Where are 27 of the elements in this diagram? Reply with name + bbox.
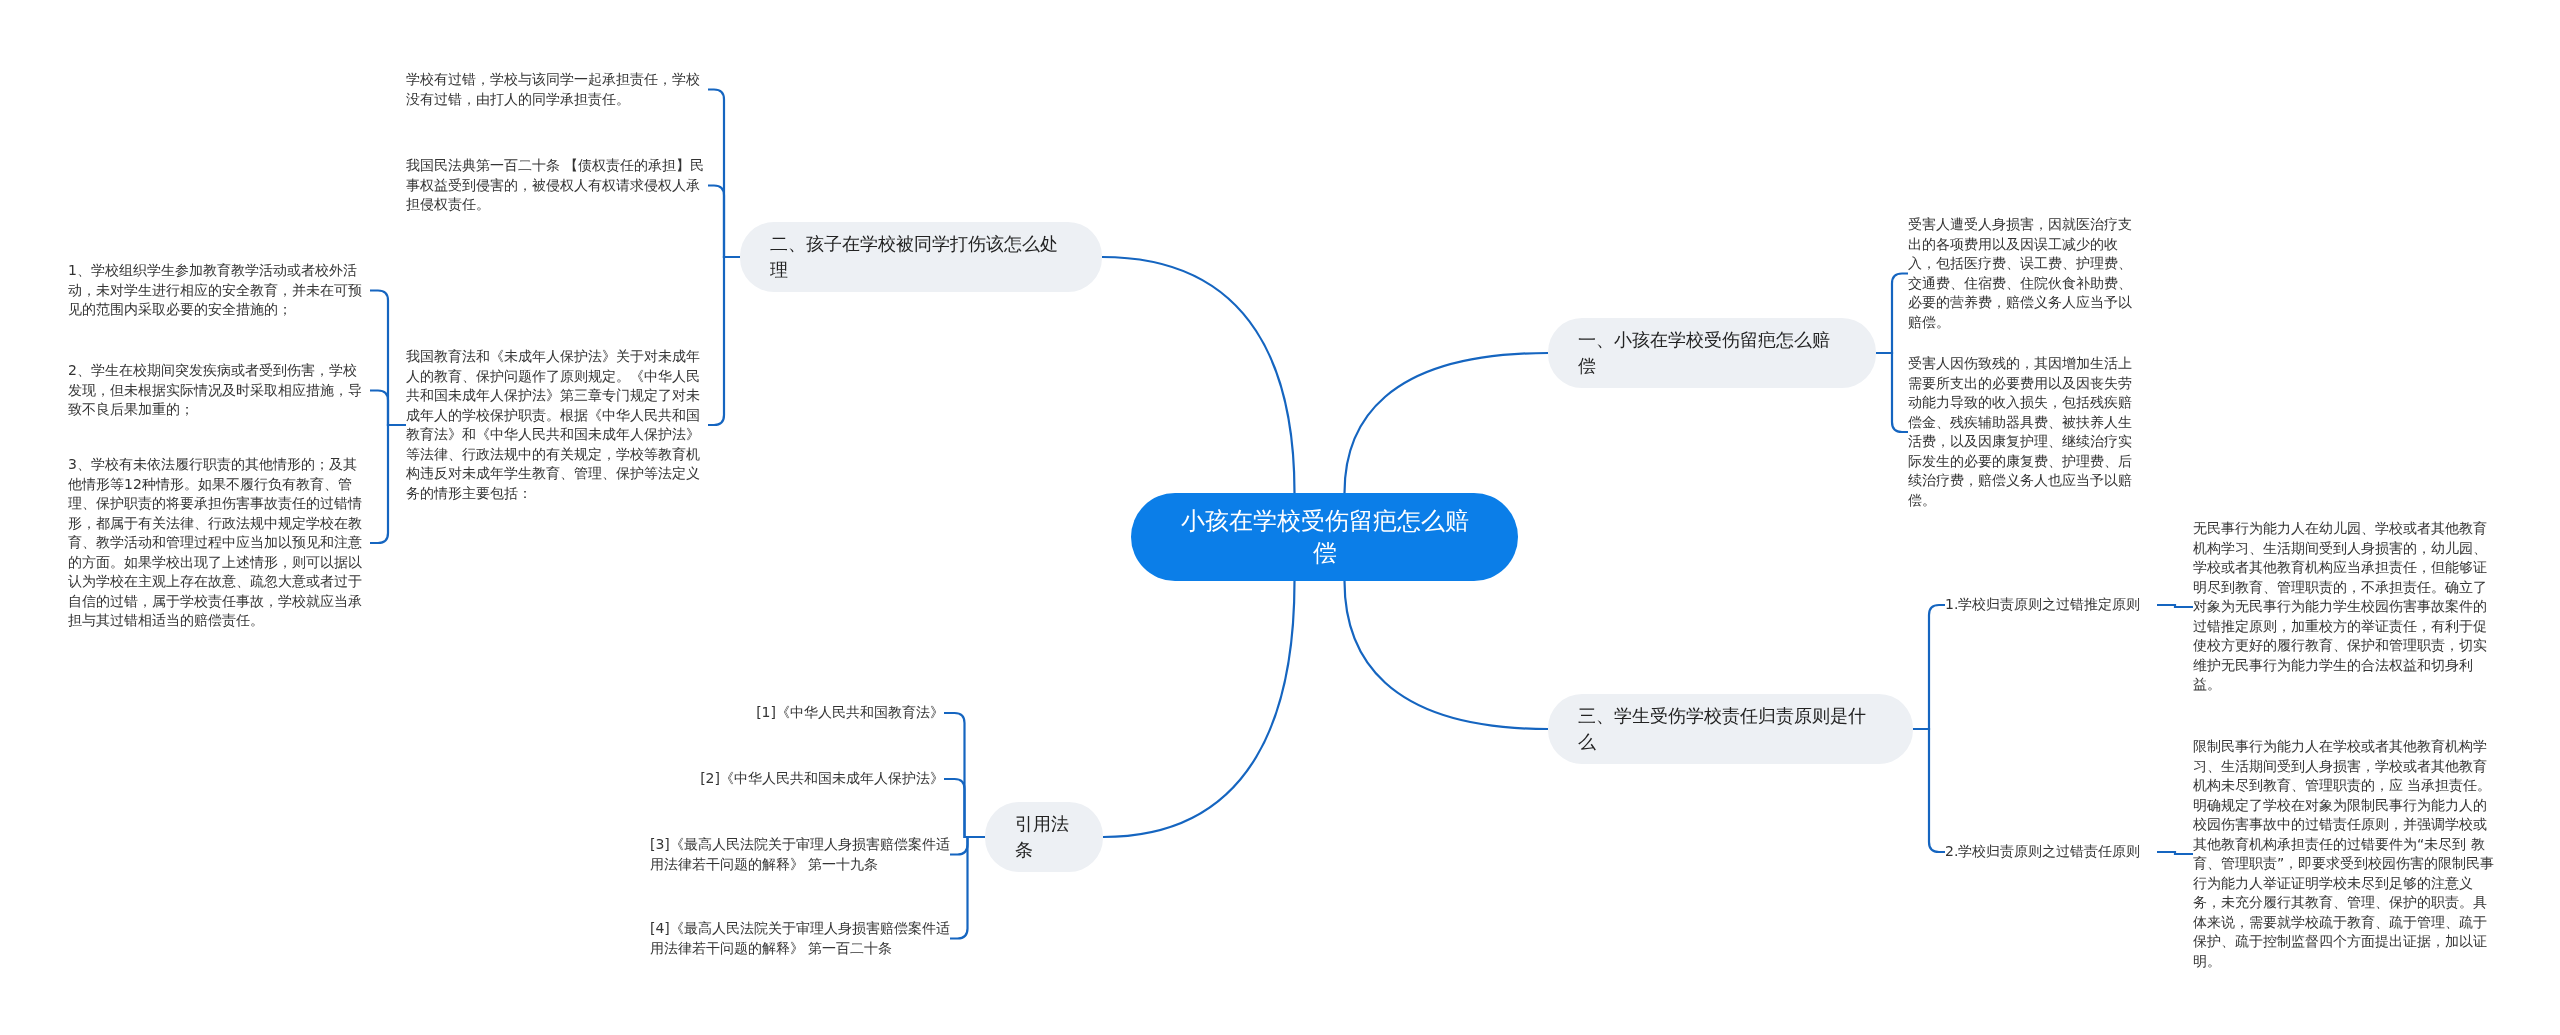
topic-pill: 引用法条 [985, 802, 1103, 872]
topic-text: 学校有过错，学校与该同学一起承担责任，学校没有过错，由打人的同学承担责任。 [406, 70, 708, 109]
topic-pill: 一、小孩在学校受伤留疤怎么赔偿 [1548, 318, 1876, 388]
connector-line [1101, 255, 1296, 494]
connector-line [1343, 351, 1549, 494]
topic-pill: 二、孩子在学校被同学打伤该怎么处理 [740, 222, 1102, 292]
topic-text: 1、学校组织学生参加教育教学活动或者校外活动，未对学生进行相应的安全教育，并未在可预见的范围内采取必要的安全措施的； [68, 261, 370, 320]
root-topic: 小孩在学校受伤留疤怎么赔偿 [1131, 493, 1518, 581]
connector-line [2157, 850, 2193, 856]
topic-text: 无民事行为能力人在幼儿园、学校或者其他教育机构学习、生活期间受到人身损害的，幼儿园、学校或者其他教育机构应当承担责任，但能够证明尽到教育、管理职责的，不承担责任。确立了对象为无民事行为能力学生校园伤害事故案件的过错推定原则，加重校方的举证责任，有利于促使校方更好的履行教育、保护和管理职责，切实维护无民事行为能力学生的合法权益和切身利益。 [2193, 519, 2495, 695]
topic-text: 受害人因伤致残的，其因增加生活上需要所支出的必要费用以及因丧失劳动能力导致的收入损失，包括残疾赔偿金、残疾辅助器具费、被扶养人生活费，以及因康复护理、继续治疗实际发生的必要的康复费、护理费、后续治疗费，赔偿义务人也应当予以赔偿。 [1908, 354, 2140, 510]
topic-text: [4]《最高人民法院关于审理人身损害赔偿案件适用法律若干问题的解释》 第一百二十条 [650, 919, 950, 958]
connector-line [1102, 580, 1296, 839]
topic-text: [3]《最高人民法院关于审理人身损害赔偿案件适用法律若干问题的解释》 第一十九条 [650, 835, 950, 874]
topic-text: 限制民事行为能力人在学校或者其他教育机构学习、生活期间受到人身损害，学校或者其他教育机构未尽到教育、管理职责的，应 当承担责任。明确规定了学校在对象为限制民事行为能力人的校园伤害事故中的过错责任原则，并强调学校或其他教育机构承担责任的过错要件为“未尽到 教育、管理职责”，即要求受到校园伤害的限制民事行为能力人举证证明学校未尽到足够的注意义务，未充分履行其教育、管理、保护的职责。具体来说，需要就学校疏于教育、疏于管理、疏于保护、疏于控制监督四个方面提出证据，加以证明。 [2193, 737, 2495, 971]
topic-text: 2、学生在校期间突发疾病或者受到伤害，学校发现，但未根据实际情况及时采取相应措施，导致不良后果加重的； [68, 361, 370, 420]
connector-line [2157, 603, 2193, 609]
connector-line [1343, 580, 1549, 731]
topic-text: 受害人遭受人身损害，因就医治疗支出的各项费用以及因误工减少的收入，包括医疗费、误工费、护理费、交通费、住宿费、住院伙食补助费、必要的营养费，赔偿义务人应当予以赔偿。 [1908, 215, 2140, 332]
topic-text: 3、学校有未依法履行职责的其他情形的；及其他情形等12种情形。如果不履行负有教育、管理、保护职责的将要承担伤害事故责任的过错情形，都属于有关法律、行政法规中规定学校在教育、教学活动和管理过程中应当加以预见和注意的方面。如果学校出现了上述情形，则可以据以认为学校在主观上存在故意、疏忽大意或者过于自信的过错，属于学校责任事故，学校就应当承担与其过错相适当的赔偿责任。 [68, 455, 370, 631]
topic-text: 1.学校归责原则之过错推定原则 [1945, 595, 2157, 615]
topic-text: [2]《中华人民共和国未成年人保护法》 [640, 769, 944, 789]
topic-text: 我国教育法和《未成年人保护法》关于对未成年人的教育、保护问题作了原则规定。《中华人民共和国未成年人保护法》第三章专门规定了对未成年人的学校保护职责。根据《中华人民共和国教育法》和《中华人民共和国未成年人保护法》等法律、行政法规中的有关规定，学校等教育机构违反对未成年学生教育、管理、保护等法定义务的情形主要包括： [406, 347, 708, 503]
topic-text: 2.学校归责原则之过错责任原则 [1945, 842, 2157, 862]
topic-pill: 三、学生受伤学校责任归责原则是什么 [1548, 694, 1913, 764]
topic-text: [1]《中华人民共和国教育法》 [640, 703, 944, 723]
topic-text: 我国民法典第一百二十条 【债权责任的承担】民事权益受到侵害的，被侵权人有权请求侵权人承担侵权责任。 [406, 156, 708, 215]
